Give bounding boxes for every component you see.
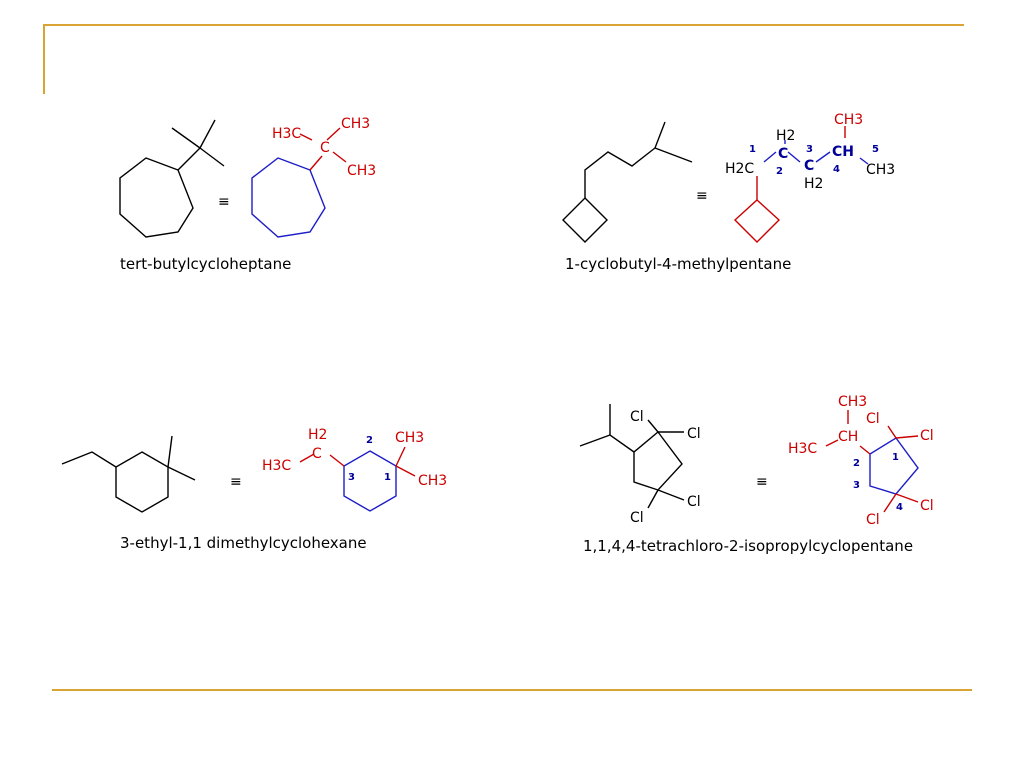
substituent-bond xyxy=(299,133,313,141)
locant-3: 3 xyxy=(853,480,860,491)
locant-1: 1 xyxy=(892,452,899,463)
chain-bond xyxy=(859,157,869,165)
label-ch3: CH3 xyxy=(347,163,376,179)
cyclobutane-structural-ring xyxy=(733,199,781,243)
label-cl: Cl xyxy=(920,498,934,514)
label-ch: CH xyxy=(832,144,854,160)
locant-2: 2 xyxy=(776,166,783,177)
left-rule xyxy=(43,24,45,94)
panel-tetrachloro-isopropylcyclopentane: Cl Cl Cl Cl ≡ CH3 H3C CH Cl Cl Cl Cl 1 2… xyxy=(579,394,934,555)
skeleton-bond xyxy=(647,489,659,509)
label-cl: Cl xyxy=(630,510,644,526)
label-h3c: H3C xyxy=(788,441,817,457)
chain-bond xyxy=(763,151,777,163)
label-c: C xyxy=(312,446,322,462)
skeleton-chain xyxy=(584,121,666,198)
equivalence-symbol: ≡ xyxy=(696,188,708,204)
skeleton-isopropyl xyxy=(579,434,635,453)
label-ch3-branch: CH3 xyxy=(834,112,863,128)
substituent-bond xyxy=(329,454,345,467)
caption-1-cyclobutyl-4-methylpentane: 1-cyclobutyl-4-methylpentane xyxy=(565,255,791,273)
locant-1: 1 xyxy=(384,472,391,483)
skeleton-bond xyxy=(167,435,173,468)
substituent-bond xyxy=(299,453,315,463)
bottom-rule xyxy=(52,689,972,691)
label-ch3-top: CH3 xyxy=(395,430,424,446)
substituent-bond xyxy=(895,435,919,439)
chain-bond xyxy=(815,151,831,163)
label-ch3: CH3 xyxy=(341,116,370,132)
skeleton-bond xyxy=(171,127,201,149)
locant-4: 4 xyxy=(896,502,903,513)
panel-tert-butylcycloheptane: ≡ CH3 H3C C CH3 tert-butylcycloheptane xyxy=(119,116,376,273)
skeleton-bond xyxy=(647,419,659,433)
label-cl: Cl xyxy=(866,411,880,427)
substituent-bond xyxy=(395,446,406,467)
skeleton-bond xyxy=(199,147,225,167)
label-cl: Cl xyxy=(866,512,880,528)
skeleton-bond xyxy=(177,147,201,171)
substituent-bond xyxy=(825,439,839,447)
cyclobutane-skeleton-ring xyxy=(562,197,608,243)
locant-4: 4 xyxy=(833,164,840,175)
label-h2c: H2C xyxy=(725,161,754,177)
label-ch3-end: CH3 xyxy=(866,162,895,178)
substituent-bond xyxy=(895,493,919,503)
caption-tetrachloro-isopropylcyclopentane: 1,1,4,4-tetrachloro-2-isopropylcyclopent… xyxy=(583,537,913,555)
substituent-bond xyxy=(887,425,897,439)
cycloheptane-skeleton-ring xyxy=(119,157,194,238)
label-h2-bottom: H2 xyxy=(804,176,823,192)
label-h2: H2 xyxy=(308,427,327,443)
panel-1-cyclobutyl-4-methylpentane: ≡ H2C C H2 C H2 CH CH3 CH3 1 2 3 4 5 1-c… xyxy=(562,112,895,273)
equivalence-symbol: ≡ xyxy=(756,474,768,490)
substituent-bond xyxy=(309,155,323,171)
label-h3c: H3C xyxy=(262,458,291,474)
caption-3-ethyl-1-1-dimethylcyclohexane: 3-ethyl-1,1 dimethylcyclohexane xyxy=(120,534,367,552)
label-c3: C xyxy=(804,158,814,174)
cyclopentane-structural-ring xyxy=(869,437,919,495)
skeleton-bond xyxy=(167,466,196,481)
label-cl: Cl xyxy=(687,426,701,442)
locant-1: 1 xyxy=(749,144,756,155)
locant-5: 5 xyxy=(872,144,879,155)
equivalence-symbol: ≡ xyxy=(218,194,230,210)
substituent-bond xyxy=(859,445,871,455)
skeleton-bond xyxy=(657,489,685,501)
label-cl: Cl xyxy=(687,494,701,510)
label-h2-top: H2 xyxy=(776,128,795,144)
substituent-bond xyxy=(326,127,341,141)
label-ch3-bottom: CH3 xyxy=(418,473,447,489)
locant-3: 3 xyxy=(806,144,813,155)
cycloheptane-structural-ring xyxy=(251,157,326,238)
top-rule xyxy=(43,24,964,26)
label-cl: Cl xyxy=(920,428,934,444)
locant-2: 2 xyxy=(366,435,373,446)
locant-2: 2 xyxy=(853,458,860,469)
equivalence-symbol: ≡ xyxy=(230,474,242,490)
skeleton-ethyl xyxy=(61,451,117,468)
skeleton-bond xyxy=(654,147,693,163)
substituent-bond xyxy=(395,465,416,477)
label-ch: CH xyxy=(838,429,858,445)
skeleton-bond xyxy=(199,119,216,149)
cyclohexane-skeleton-ring xyxy=(115,451,169,513)
label-c: C xyxy=(320,140,330,156)
label-ch3: CH3 xyxy=(838,394,867,410)
substituent-bond xyxy=(332,151,347,163)
label-h3c: H3C xyxy=(272,126,301,142)
label-cl: Cl xyxy=(630,409,644,425)
chain-bond xyxy=(787,151,801,163)
caption-tert-butylcycloheptane: tert-butylcycloheptane xyxy=(120,255,291,273)
panel-3-ethyl-1-1-dimethylcyclohexane: ≡ H2 H3C C CH3 CH3 2 3 1 3-ethyl-1,1 dim… xyxy=(61,427,447,552)
substituent-bond xyxy=(883,493,897,513)
label-c2: C xyxy=(778,146,788,162)
cyclopentane-skeleton-ring xyxy=(633,430,683,491)
locant-3: 3 xyxy=(348,472,355,483)
